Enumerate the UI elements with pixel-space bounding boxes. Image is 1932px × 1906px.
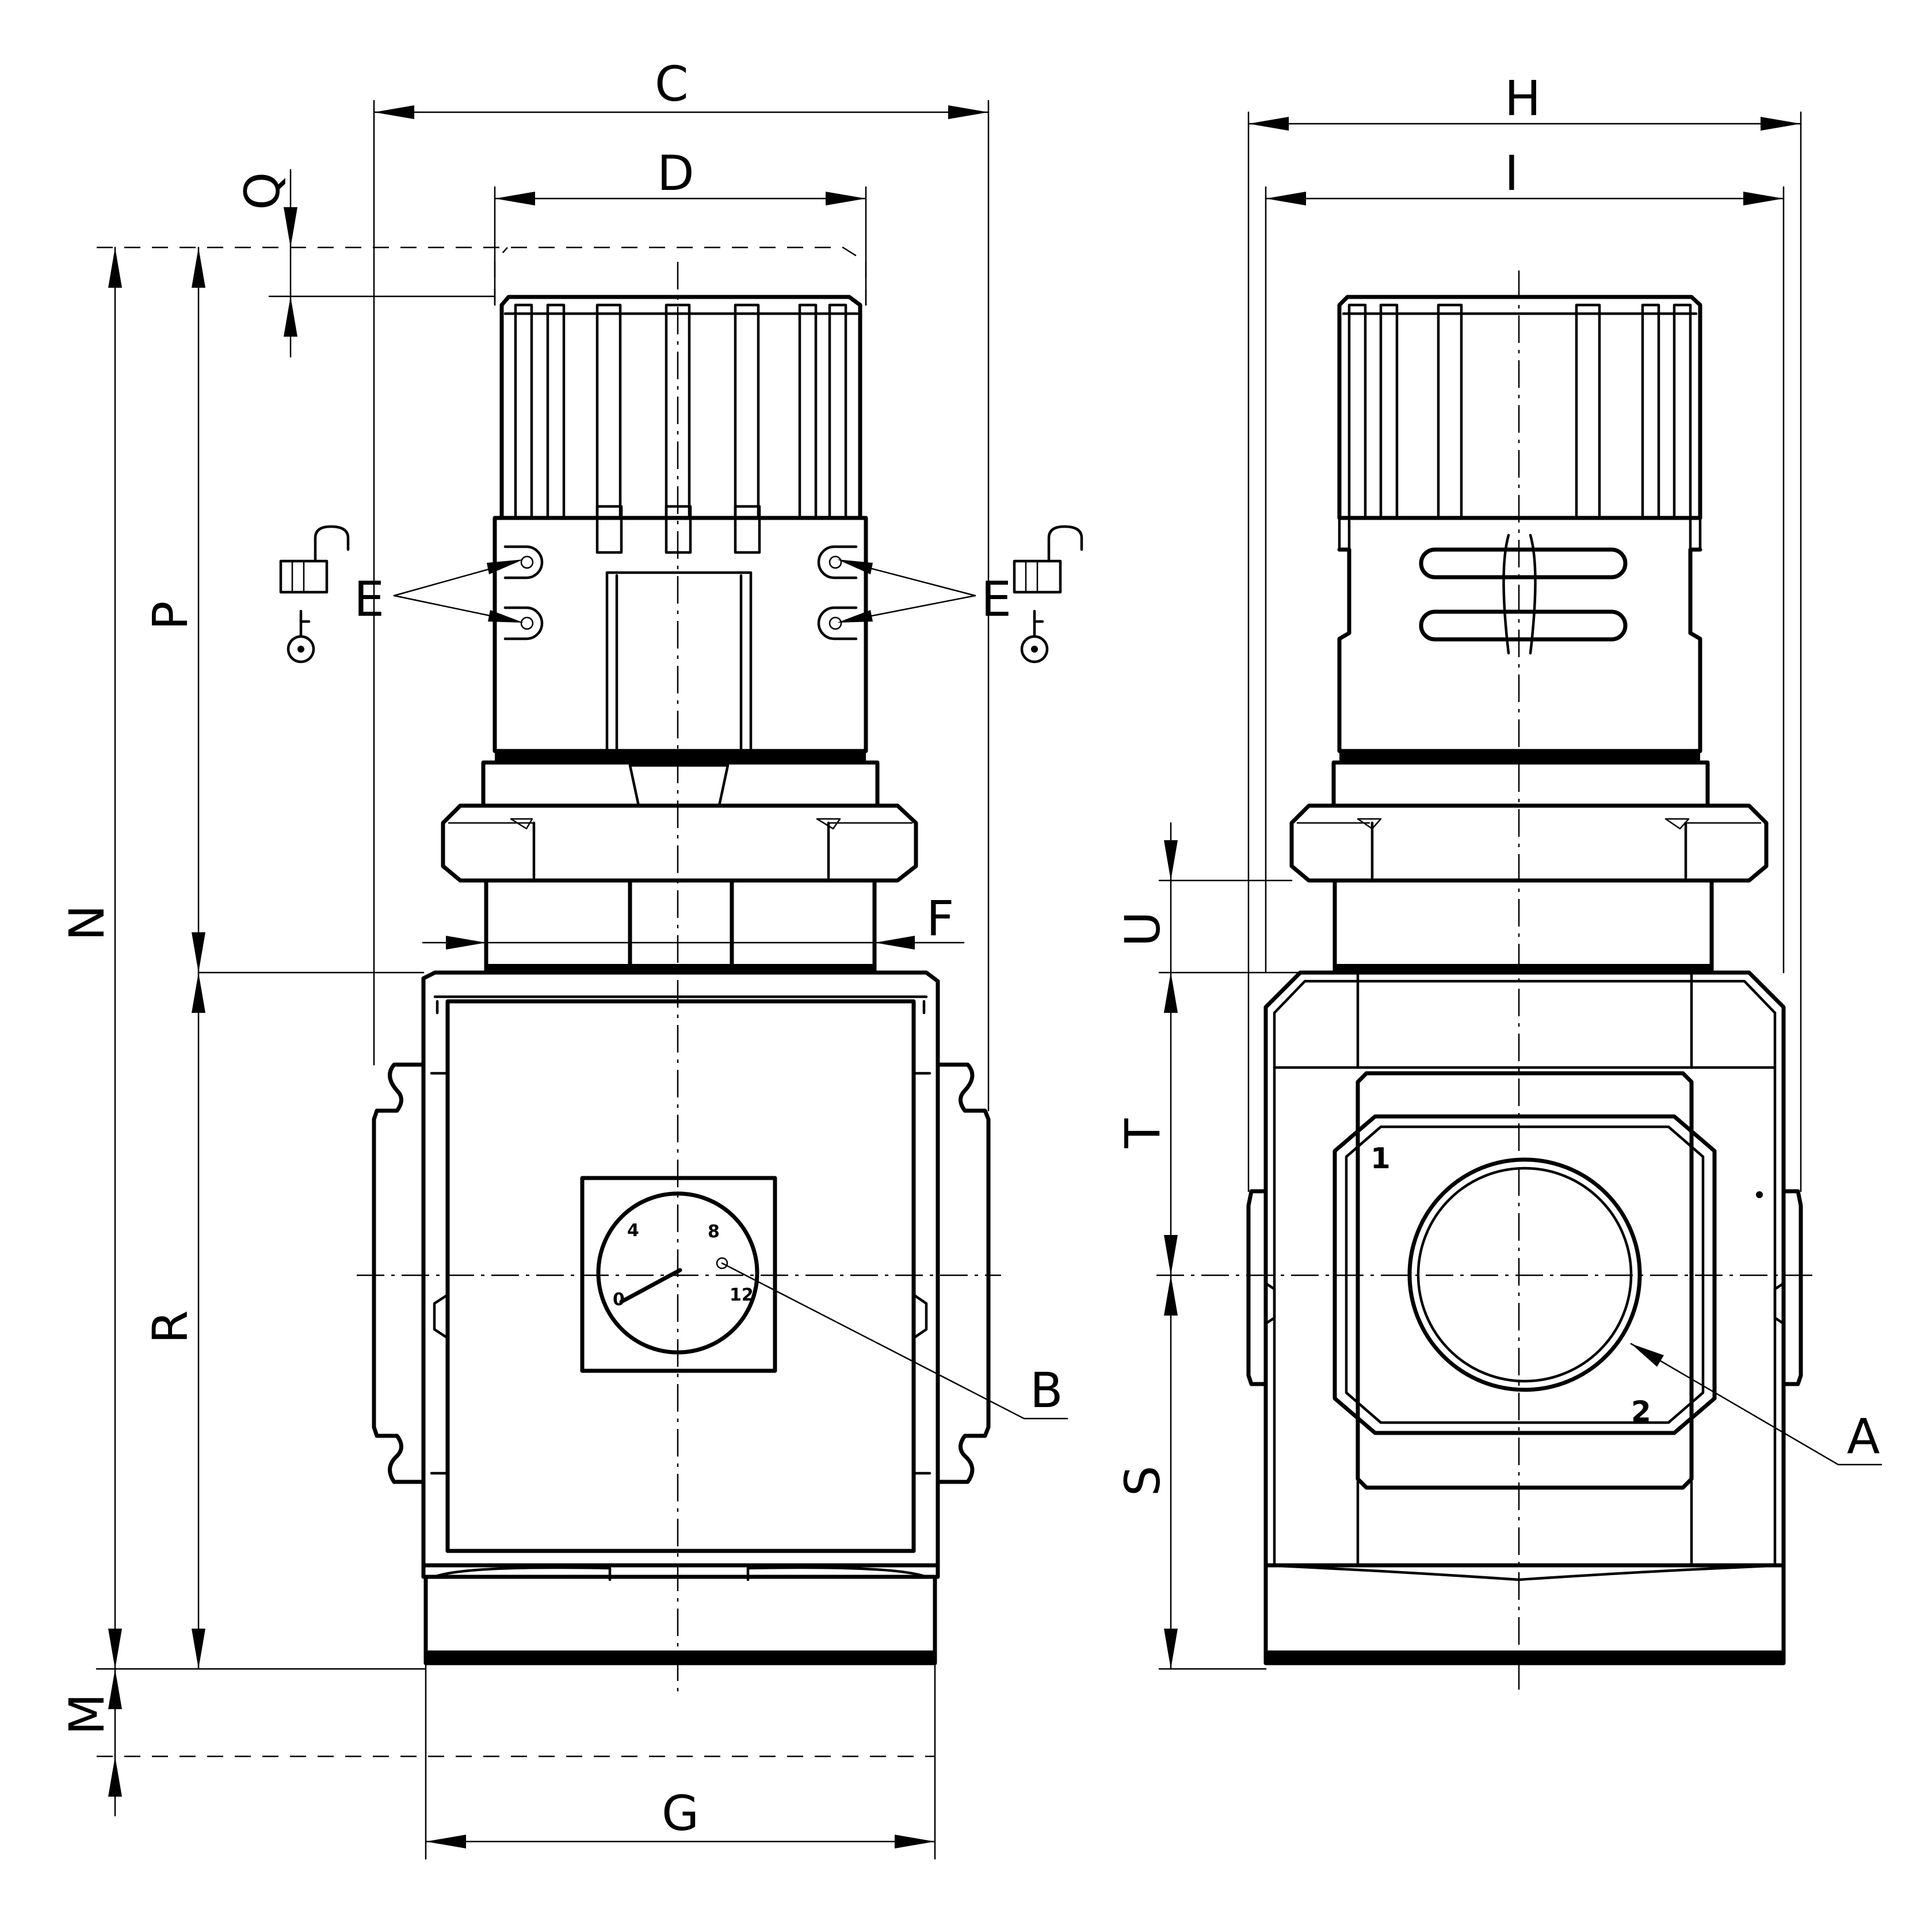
label-i: I [1505,145,1519,201]
padlock-icon-right [1013,525,1083,594]
gauge-mark-8: 8 [708,1222,720,1242]
label-r: R [142,1310,198,1344]
label-g: G [662,1785,699,1842]
label-a: A [1847,1408,1880,1465]
side-view: 1 2 H [1114,70,1883,1695]
pressure-gauge: 0 4 8 12 [580,1176,777,1373]
dimension-m: M [59,1668,935,1797]
dimension-u: U [1114,822,1301,1670]
port-label-inlet: 1 [1370,1142,1391,1175]
dimension-s: S [1114,1275,1267,1670]
lock-nut [441,751,918,975]
label-n: N [59,905,115,941]
regulator-body [372,970,991,1665]
label-t: T [1114,1118,1171,1149]
label-p: P [142,601,198,630]
label-m: M [59,1694,115,1735]
label-f: F [926,890,954,947]
label-e-right: E [981,571,1011,627]
dimension-i: I [1265,145,1785,974]
gauge-mark-0: 0 [613,1290,625,1310]
adjusting-knob-side [1337,295,1702,551]
dimension-t: T [1114,973,1178,1275]
dimension-f: F [422,890,965,950]
dimension-g: G [425,1662,936,1860]
bonnet-side [1289,533,1769,975]
knob-raised-outline [97,246,867,305]
dimension-p: P [142,246,205,974]
adjusting-knob [499,295,862,554]
dimension-d: D [494,145,867,306]
label-u: U [1114,912,1171,947]
port-circle [1407,1157,1642,1392]
key-icon-left [287,609,315,664]
label-e-left: E [354,571,384,627]
front-view: 0 4 8 12 [59,56,1083,1860]
label-h: H [1505,70,1541,127]
label-b: B [1030,1362,1063,1419]
key-icon-right [1020,609,1049,664]
dimension-q: Q [234,169,496,358]
label-s: S [1114,1466,1171,1496]
dimension-h: H [1247,70,1802,1192]
dimension-n: N [59,246,122,1817]
label-q: Q [234,172,291,210]
gauge-needle [619,1268,682,1304]
dimension-c: C [373,56,990,1112]
padlock-icon-left [279,525,350,594]
label-d: D [657,145,694,201]
callout-a: A [1630,1343,1883,1466]
callout-b: B [721,1262,1068,1420]
gauge-mark-12: 12 [730,1285,754,1305]
label-c: C [655,56,689,112]
gauge-mark-4: 4 [627,1221,639,1241]
dimension-r: R [142,971,425,1670]
regulator-body-side: 1 2 [1246,970,1803,1665]
callout-e-right: E [837,559,1011,627]
port-label-outlet: 2 [1631,1395,1651,1428]
callout-e-left: E [354,559,524,627]
